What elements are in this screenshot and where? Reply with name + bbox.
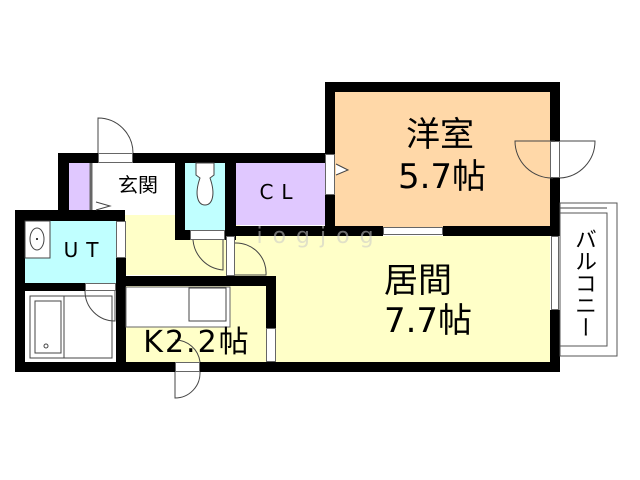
western-room-window-bottom (383, 227, 443, 235)
wall-western-top (325, 82, 560, 92)
wall-toilet-bottom (175, 230, 190, 240)
wall-entrance-top (58, 153, 98, 163)
shoe-closet-fill (69, 163, 91, 210)
entrance-step-icon (95, 201, 112, 211)
watermark: iogjog (256, 224, 384, 249)
toilet-icon (195, 162, 215, 206)
ut-door-gap[interactable] (116, 221, 126, 258)
closet-door-gap[interactable] (325, 154, 335, 195)
wall-entrance-left (58, 153, 69, 210)
closet-label: CL (259, 180, 301, 204)
wall-living-right (550, 310, 560, 372)
kitchen-label: K2.2帖 (143, 325, 251, 360)
hall-door-gap[interactable] (226, 236, 235, 276)
living-window-right[interactable] (551, 236, 559, 310)
wall-ut-bottom (15, 283, 85, 291)
balcony-inner (559, 212, 608, 347)
living-room-fill (235, 236, 550, 362)
wall-toilet-right (225, 153, 236, 240)
wall-kitchen-right (266, 276, 276, 328)
western-door-swing-out-icon (559, 140, 596, 179)
toilet-door-swing-icon (192, 239, 224, 271)
wall-western-right-lower (550, 178, 560, 236)
wall-kitchen-top (116, 276, 276, 286)
bathtub-icon (34, 300, 62, 354)
entrance-door-swing-icon (97, 117, 134, 154)
wall-western-right-upper (550, 82, 560, 141)
closet-fill (236, 163, 325, 225)
toilet-door-gap[interactable] (190, 230, 225, 240)
stove-icon (188, 287, 227, 322)
living-room-name: 居間 (384, 261, 452, 301)
kitchen-door-gap[interactable] (266, 328, 276, 362)
bath-door-swing-icon (84, 290, 116, 322)
wall-toilet-left (175, 153, 185, 240)
kitchen-bottom-door-gap[interactable] (175, 362, 200, 372)
western-room-name: 洋室 (406, 115, 474, 155)
wall-bottom (15, 362, 560, 372)
western-room-fill (335, 92, 550, 227)
wall-ut-top (15, 210, 125, 221)
western-door-swing-icon (514, 140, 555, 179)
wall-western-left-lower (325, 195, 335, 236)
wall-western-bottom-left (230, 226, 383, 236)
wall-western-left (325, 82, 335, 154)
entrance-door-gap[interactable] (98, 153, 133, 163)
western-room-size: 5.7帖 (397, 157, 487, 197)
wall-western-bottom-right (443, 226, 560, 236)
balcony-label: バルコニー (571, 228, 596, 338)
entrance-label: 玄関 (118, 173, 158, 197)
wall-ut-left (15, 210, 25, 372)
wall-ut-right (116, 258, 126, 372)
closet-arrow-icon (335, 163, 350, 176)
kitchen-door-swing-icon (174, 339, 201, 363)
utility-label: UT (63, 238, 107, 262)
living-room-size: 7.7帖 (383, 301, 473, 341)
kitchen-door-swing-out-icon (174, 371, 201, 399)
hall-door-swing-icon (234, 242, 267, 276)
bath-door-gap[interactable] (85, 283, 116, 291)
